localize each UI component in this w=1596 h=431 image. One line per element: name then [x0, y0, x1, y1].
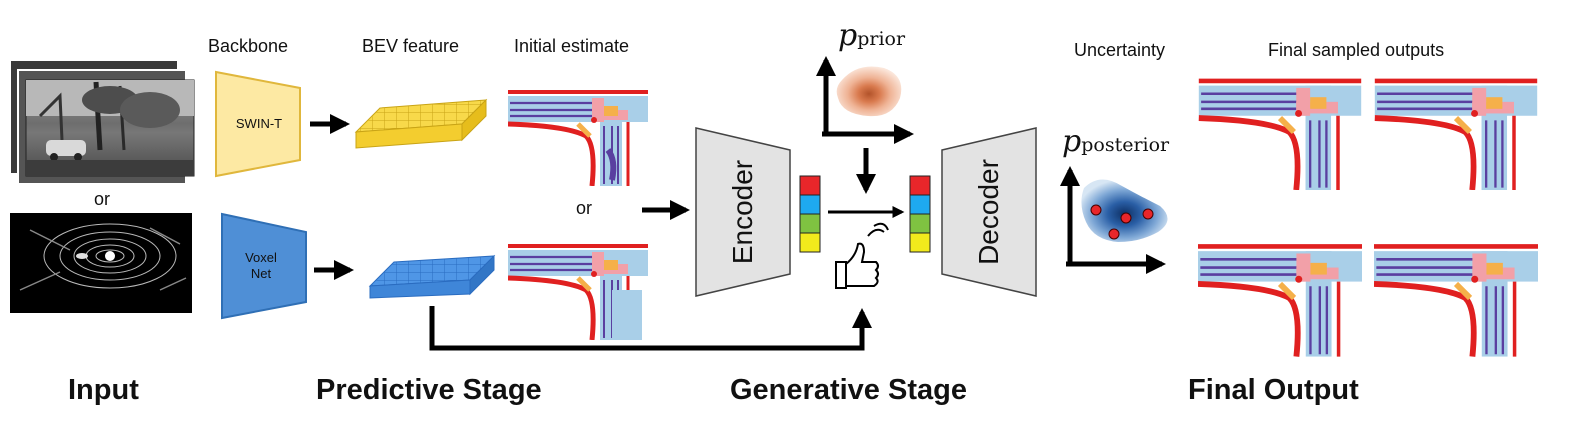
prior-subscript: prior [857, 28, 906, 50]
thumbs-up-icon [835, 222, 889, 289]
prior-math-label: pprior [838, 18, 905, 53]
posterior-subscript: posterior [1081, 134, 1170, 156]
stage-final-title: Final Output [1188, 374, 1359, 406]
final-output-map-1 [1199, 74, 1361, 190]
backbone-label: Backbone [208, 36, 289, 56]
initial-estimate-map-top [508, 86, 648, 186]
camera-image-stack [9, 59, 195, 185]
final-output-map-4 [1374, 239, 1538, 356]
decoder-block [941, 127, 1037, 297]
skip-connection-arrow [429, 306, 872, 351]
swin-label: SWIN-T [235, 116, 283, 131]
final-output-map-2 [1375, 74, 1537, 190]
bev-feature-yellow [354, 98, 488, 149]
encoder-label: Encoder [727, 159, 758, 265]
decoder-label: Decoder [973, 159, 1004, 265]
uncertainty-label: Uncertainty [1074, 40, 1166, 60]
swin-backbone-block [215, 70, 301, 178]
posterior-math-label: pposterior [1062, 124, 1169, 159]
prior-distribution-plot [816, 56, 914, 144]
voxel-label-line2: Net [250, 266, 272, 281]
initial-estimate-label: Initial estimate [514, 36, 630, 56]
voxel-label-line1: Voxel [245, 250, 277, 265]
or-input-label: or [94, 189, 111, 209]
bev-feature-label: BEV feature [362, 36, 460, 56]
or-middle-label: or [576, 198, 593, 218]
bev-feature-blue [368, 254, 496, 299]
stage-input-title: Input [68, 374, 139, 406]
prior-symbol: p [838, 18, 858, 53]
latent-code-encoder [799, 175, 821, 253]
stage-generative-title: Generative Stage [730, 374, 967, 406]
final-output-map-3 [1198, 239, 1362, 356]
lidar-image [10, 213, 192, 313]
final-sampled-outputs-label: Final sampled outputs [1268, 40, 1445, 60]
stage-predictive-title: Predictive Stage [316, 374, 542, 406]
encoder-block [695, 127, 791, 297]
latent-code-decoder [909, 175, 931, 253]
posterior-symbol: p [1062, 124, 1082, 159]
voxelnet-backbone-block [221, 212, 307, 320]
initial-estimate-map-bottom [508, 240, 648, 340]
posterior-distribution-plot [1060, 166, 1168, 274]
